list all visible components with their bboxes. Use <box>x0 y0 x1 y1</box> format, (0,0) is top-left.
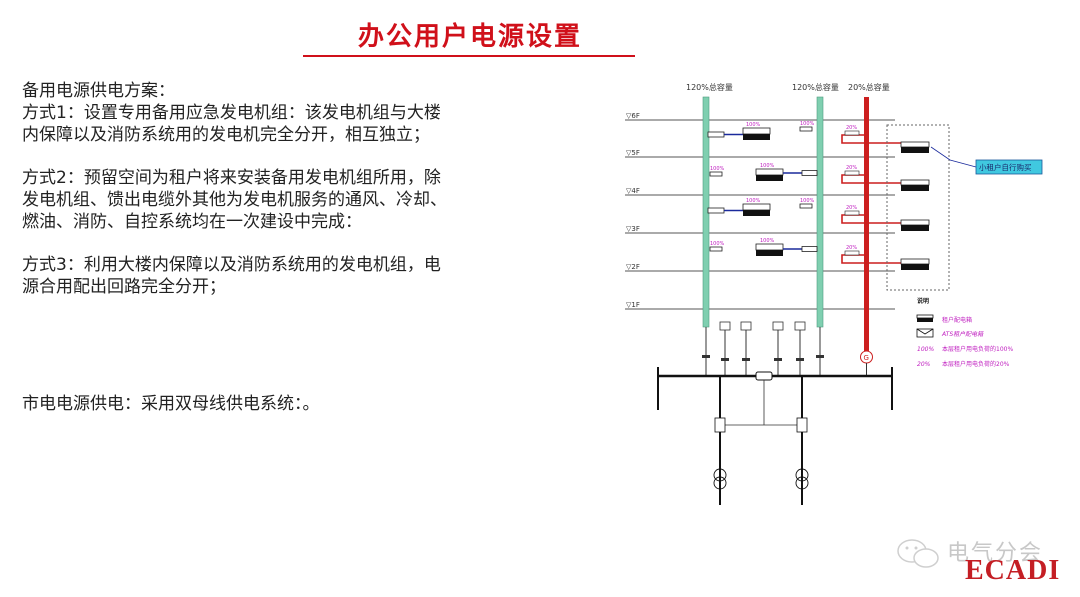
title-underline <box>303 55 635 57</box>
method3-section: 方式3：利用大楼内保障以及消防系统用的发电机组，电 源合用配出回路完全分开； <box>22 254 441 298</box>
legend-100-symbol: 100% <box>917 346 934 353</box>
legend-tenant-panel: 租户配电箱 <box>942 316 972 324</box>
svg-text:100%: 100% <box>760 163 775 169</box>
floor-labels: ▽6F ▽5F ▽4F ▽3F ▽2F ▽1F <box>626 112 640 309</box>
riser-label-2: 120%总容量 <box>792 82 839 92</box>
feeder-meters <box>719 321 806 331</box>
method2-line3: 燃油、消防、自控系统均在一次建设中完成： <box>22 212 362 232</box>
wechat-icon <box>897 539 939 568</box>
floor-3f: ▽3F <box>626 225 640 233</box>
method3-line2: 源合用配出回路完全分开； <box>22 277 226 297</box>
generator-label: G <box>864 354 869 362</box>
legend: 说明 租户配电箱 ATS租户配电箱 100% 本层租户用电负荷的100% 20%… <box>916 297 1013 368</box>
red-20-tags: 20% 20% 20% 20% <box>844 125 860 256</box>
svg-text:100%: 100% <box>710 241 725 247</box>
method2-line1: 方式2：预留空间为租户将来安装备用发电机组所用，除 <box>22 168 441 188</box>
floor-6f: ▽6F <box>626 112 640 120</box>
method2-section: 方式2：预留空间为租户将来安装备用发电机组所用，除 发电机组、馈出电缆外其他为发… <box>22 167 447 233</box>
breakers <box>702 355 824 361</box>
floor-5f: ▽5F <box>626 149 640 157</box>
svg-text:100%: 100% <box>746 122 761 128</box>
legend-20-label: 本层租户用电负荷的20% <box>942 360 1010 368</box>
callout-box <box>975 159 1043 175</box>
red-branches <box>841 134 910 264</box>
svg-text:20%: 20% <box>846 125 857 131</box>
svg-text:20%: 20% <box>846 205 857 211</box>
method1-section: 备用电源供电方案： 方式1：设置专用备用应急发电机组：该发电机组与大楼 内保障以… <box>22 80 441 146</box>
floor-4f: ▽4F <box>626 187 640 195</box>
riser-red <box>864 97 869 352</box>
feeder-lines <box>705 325 821 375</box>
power-distribution-diagram: 120%总容量 120%总容量 20%总容量 ▽6F ▽5F ▽4F ▽3F ▽… <box>625 82 1043 505</box>
method1-line2: 内保障以及消防系统用的发电机完全分开，相互独立； <box>22 125 430 145</box>
riser-label-3: 20%总容量 <box>848 82 890 92</box>
legend-100-label: 本层租户用电负荷的100% <box>942 345 1013 353</box>
svg-text:20%: 20% <box>846 245 857 251</box>
backup-power-heading: 备用电源供电方案： <box>22 81 175 101</box>
ecadi-logo: ECADI <box>965 555 1061 586</box>
svg-text:100%: 100% <box>800 121 815 127</box>
small-tenant-box <box>886 124 950 291</box>
riser-label-1: 120%总容量 <box>686 82 733 92</box>
method2-line2: 发电机组、馈出电缆外其他为发电机服务的通风、冷却、 <box>22 190 447 210</box>
incoming-feeders <box>719 376 803 505</box>
bus-tie <box>755 371 773 381</box>
city-power-section: 市电电源供电：采用双母线供电系统：。 <box>22 393 320 415</box>
legend-ats-panel: ATS租户配电箱 <box>941 330 984 338</box>
callout-leader <box>930 146 977 168</box>
svg-text:20%: 20% <box>846 165 857 171</box>
small-tenant-panels <box>900 141 930 270</box>
floor-1f: ▽1F <box>626 301 640 309</box>
method3-line1: 方式3：利用大楼内保障以及消防系统用的发电机组，电 <box>22 255 441 275</box>
floor-lines <box>625 119 895 310</box>
callout-text: 小租户自行购买 <box>979 162 1032 172</box>
svg-text:100%: 100% <box>710 166 725 172</box>
city-power-text: 市电电源供电：采用双母线供电系统：。 <box>22 394 320 414</box>
svg-text:100%: 100% <box>760 238 775 244</box>
watermark: 电气分会 ECADI <box>895 535 1065 586</box>
legend-title: 说明 <box>917 297 929 305</box>
page-title: 办公用户电源设置 <box>357 22 582 52</box>
tenant-panels: 100% 100% 100% 100% 100% 100% 100% 100% <box>707 121 818 256</box>
svg-text:100%: 100% <box>746 198 761 204</box>
riser-green-2 <box>816 96 824 328</box>
legend-20-symbol: 20% <box>917 361 931 368</box>
watermark-text: 电气分会 <box>947 541 1044 566</box>
svg-text:100%: 100% <box>800 198 815 204</box>
floor-2f: ▽2F <box>626 263 640 271</box>
transformers <box>713 468 809 490</box>
method1-line1: 方式1：设置专用备用应急发电机组：该发电机组与大楼 <box>22 103 441 123</box>
